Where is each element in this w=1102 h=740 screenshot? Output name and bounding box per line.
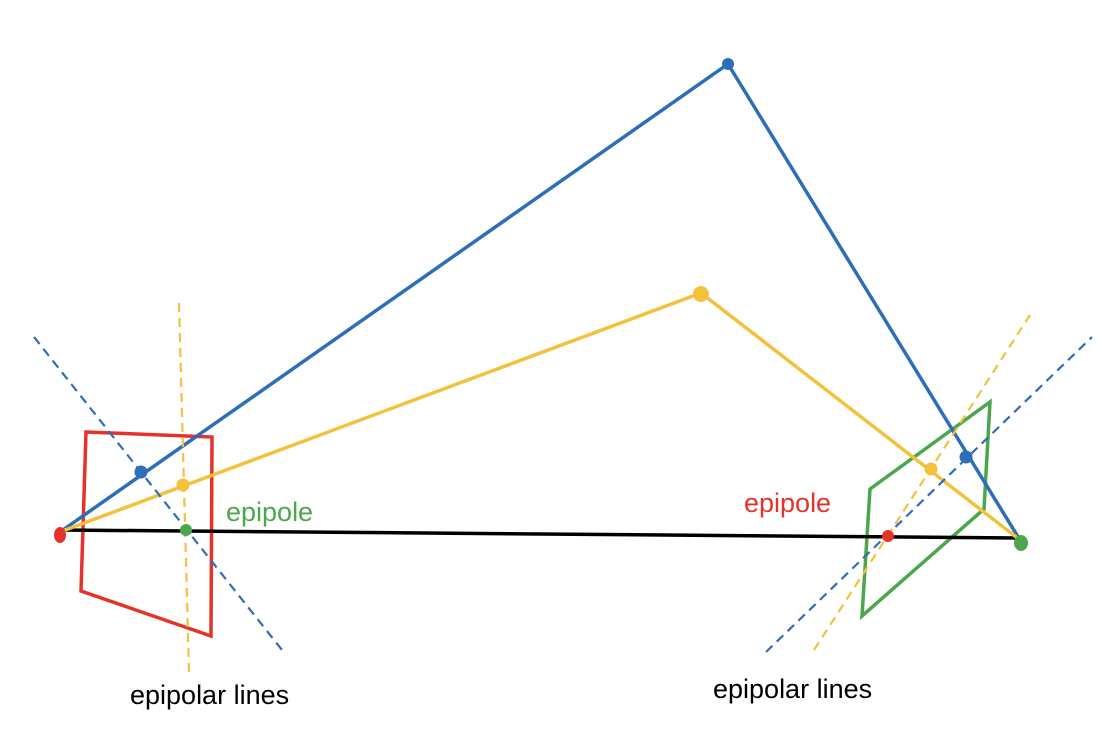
epipole-label-left: epipole: [226, 497, 313, 527]
right-epipolar-line-blue: [765, 336, 1093, 653]
right-yellow-projection: [924, 462, 938, 476]
right-blue-projection: [959, 450, 973, 464]
blue-3d-point: [722, 58, 734, 70]
epipolar-lines-label-left: epipolar lines: [130, 680, 289, 710]
left-blue-projection: [134, 465, 148, 479]
left-epipolar-line-blue: [33, 336, 283, 651]
right-camera-center: [1014, 535, 1028, 551]
left-epipole-point: [180, 524, 192, 536]
epipolar-lines-label-right: epipolar lines: [713, 674, 872, 704]
left-camera-center: [54, 527, 66, 543]
right-epipolar-line-yellow: [813, 314, 1031, 651]
epipole-label-right: epipole: [744, 488, 831, 518]
yellow-3d-point: [693, 286, 709, 302]
baseline: [59, 528, 1021, 540]
right-epipole-point: [882, 530, 894, 542]
right-image-plane: [859, 398, 992, 621]
left-yellow-projection: [176, 478, 190, 492]
left-image-plane: [79, 430, 214, 639]
yellow-rays: [59, 291, 1022, 542]
blue-rays: [58, 61, 1022, 541]
